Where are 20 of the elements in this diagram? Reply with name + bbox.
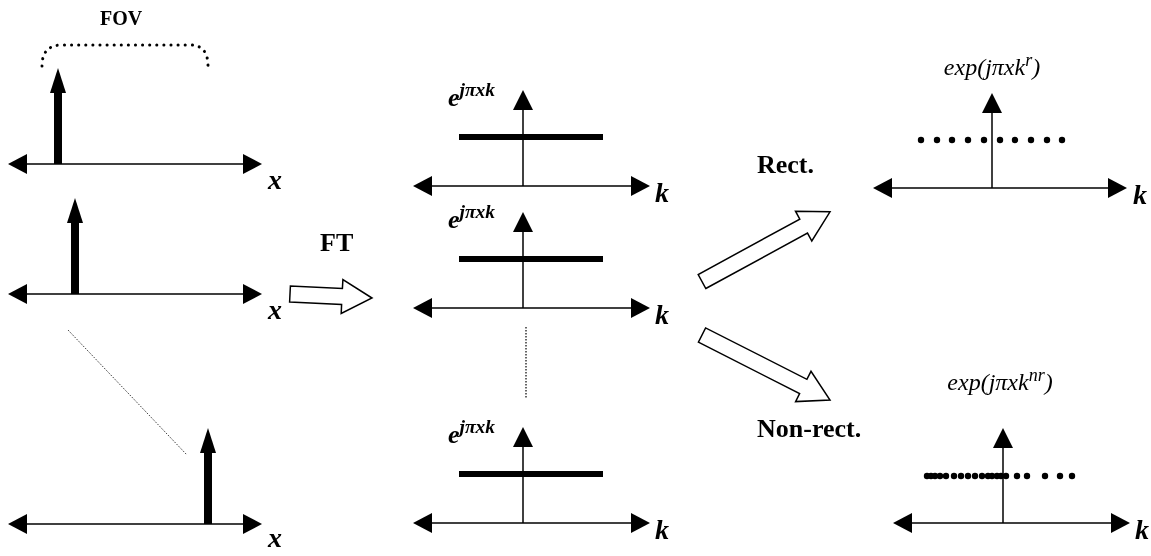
edge-label: Non-rect. [757, 416, 862, 442]
axis-label: x [268, 166, 282, 194]
axis-label: k [655, 179, 669, 207]
hollow-arrow [697, 210, 832, 290]
function-label: exp(jπxk$^{r}$) [943, 55, 1041, 79]
axis-label: x [268, 296, 282, 324]
hollow-arrow [288, 278, 374, 315]
axis-label: k [1135, 516, 1149, 544]
function-label: e$^{jπxk}$ [448, 207, 496, 233]
hollow-arrow [697, 326, 832, 403]
axis-label: k [655, 516, 669, 544]
function-label: exp(jπxk$^{nr}$) [947, 370, 1053, 394]
fov-label: FOV [100, 8, 143, 28]
axis-label: k [1133, 181, 1147, 209]
edge-label: Rect. [757, 152, 814, 178]
function-label: e$^{jπxk}$ [448, 85, 496, 111]
axis-label: x [268, 524, 282, 552]
edge-label: FT [320, 230, 354, 256]
axis-label: k [655, 301, 669, 329]
function-label: e$^{jπxk}$ [448, 422, 496, 448]
